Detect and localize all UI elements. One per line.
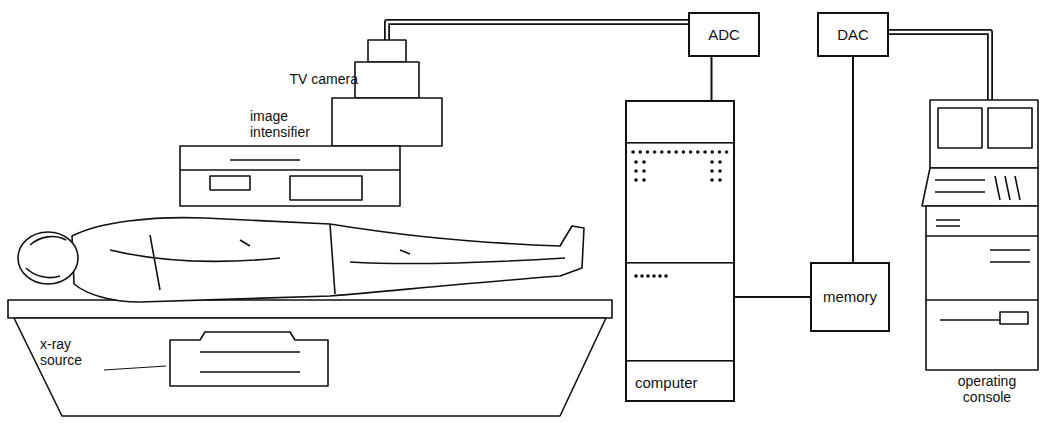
cable-inner bbox=[889, 32, 990, 100]
indicator-dot bbox=[640, 274, 644, 278]
indicator-dot bbox=[652, 274, 656, 278]
panel-line bbox=[626, 262, 734, 264]
gown-detail bbox=[240, 240, 410, 254]
box-label: computer bbox=[635, 374, 698, 392]
box-label: DAC bbox=[837, 26, 869, 44]
indicator-dot bbox=[689, 150, 693, 154]
indicator-dot bbox=[710, 150, 714, 154]
indicator-dot bbox=[642, 169, 646, 173]
indicator-dot bbox=[718, 150, 722, 154]
panel-line bbox=[626, 360, 734, 362]
indicator-dot bbox=[710, 169, 714, 173]
indicator-dot bbox=[646, 274, 650, 278]
drawer-handle bbox=[1000, 312, 1028, 324]
indicator-dot bbox=[634, 160, 638, 164]
indicator-dot bbox=[718, 169, 722, 173]
box-label: ADC bbox=[708, 26, 740, 44]
indicator-dot bbox=[631, 150, 635, 154]
indicator-dot bbox=[696, 150, 700, 154]
indicator-dot bbox=[664, 274, 668, 278]
computer-cabinet-detail bbox=[626, 142, 734, 362]
monitor-screen bbox=[938, 108, 982, 148]
display-cable bbox=[889, 32, 990, 100]
image-intensifier bbox=[180, 98, 442, 206]
video-cable bbox=[387, 22, 688, 40]
indicator-dot bbox=[718, 178, 722, 182]
indicator-dot bbox=[634, 274, 638, 278]
table-top bbox=[8, 300, 612, 318]
intensifier-tube bbox=[332, 98, 442, 146]
cable-outer bbox=[889, 32, 990, 100]
part-label: x-ray source bbox=[40, 336, 100, 368]
box-label: memory bbox=[823, 288, 877, 306]
tv-camera bbox=[355, 40, 419, 98]
process-box: DAC bbox=[817, 12, 889, 57]
indicator-dot bbox=[703, 150, 707, 154]
patient bbox=[18, 218, 584, 302]
connector bbox=[852, 57, 854, 262]
indicator-dot bbox=[710, 178, 714, 182]
part-label: image intensifier bbox=[250, 108, 326, 140]
cabinet-line bbox=[926, 236, 1038, 300]
indicator-dot bbox=[725, 150, 729, 154]
patient-head bbox=[18, 232, 78, 284]
indicator-dot bbox=[642, 178, 646, 182]
intensifier-housing bbox=[180, 146, 400, 206]
indicator-dot bbox=[634, 178, 638, 182]
indicator-dot bbox=[682, 150, 686, 154]
hair-detail bbox=[26, 237, 66, 278]
gown-detail bbox=[110, 224, 565, 294]
part-label: TV camera bbox=[278, 71, 358, 87]
indicator-dot bbox=[642, 160, 646, 164]
connector bbox=[735, 296, 810, 298]
process-box: computer bbox=[625, 100, 735, 402]
leader-line bbox=[104, 366, 166, 370]
process-box: memory bbox=[810, 262, 890, 332]
housing-detail bbox=[210, 176, 250, 190]
indicator-dot bbox=[660, 150, 664, 154]
indicator-dot bbox=[653, 150, 657, 154]
camera-body bbox=[355, 62, 419, 98]
indicator-dot bbox=[638, 150, 642, 154]
indicator-dot bbox=[710, 160, 714, 164]
indicator-dot bbox=[718, 160, 722, 164]
indicator-lights bbox=[631, 150, 728, 278]
cable-outer bbox=[387, 22, 688, 40]
keys bbox=[935, 176, 1020, 200]
indicator-dot bbox=[667, 150, 671, 154]
indicator-dot bbox=[658, 274, 662, 278]
patient-body bbox=[72, 218, 584, 302]
camera-top bbox=[368, 40, 406, 62]
connector bbox=[711, 57, 713, 100]
process-box: ADC bbox=[688, 12, 760, 57]
console-cabinet bbox=[926, 206, 1038, 370]
housing-detail bbox=[290, 176, 362, 200]
cabinet-detail bbox=[936, 220, 1030, 320]
tube-detail bbox=[200, 352, 300, 372]
table-base bbox=[14, 318, 606, 416]
x-ray-tube bbox=[170, 332, 328, 386]
housing-detail bbox=[230, 159, 300, 161]
indicator-dot bbox=[646, 150, 650, 154]
indicator-dot bbox=[674, 150, 678, 154]
housing-line bbox=[180, 169, 400, 171]
operating-console bbox=[922, 100, 1038, 370]
cable-inner bbox=[387, 22, 688, 40]
panel-line bbox=[626, 142, 734, 144]
patient-table bbox=[8, 300, 612, 416]
monitor-housing bbox=[930, 100, 1038, 168]
part-label: operating console bbox=[942, 373, 1032, 405]
keyboard-desk bbox=[922, 168, 1038, 206]
indicator-dot bbox=[634, 169, 638, 173]
monitor-screen bbox=[988, 108, 1032, 148]
